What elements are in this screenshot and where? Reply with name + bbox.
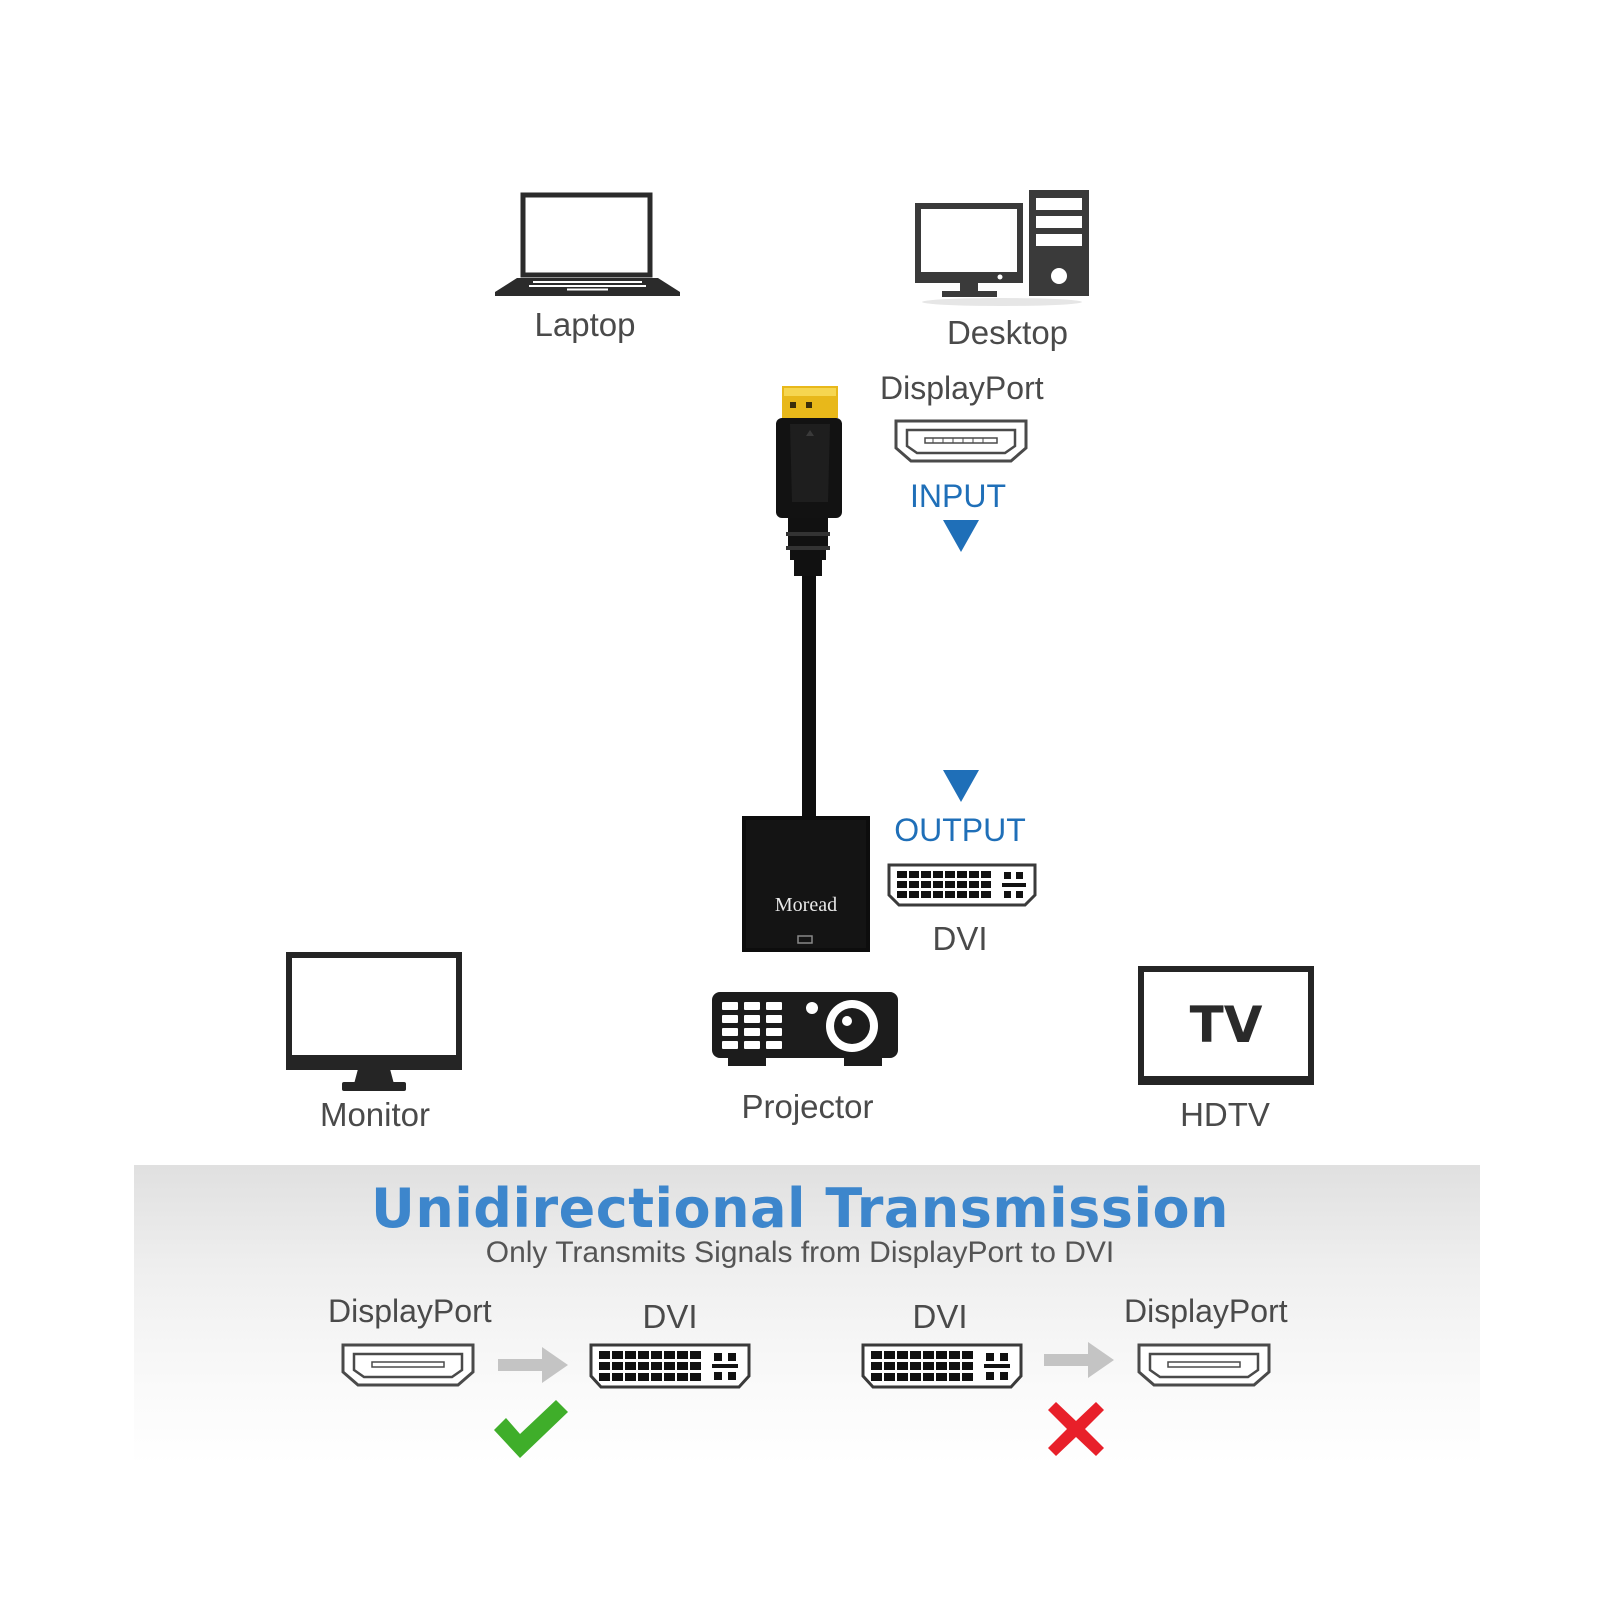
output-label: OUTPUT [894,812,1026,848]
desktop-label: Desktop [946,314,1069,351]
laptop-label: Laptop [534,306,636,343]
unsupported-dvi-icon [860,1342,1024,1390]
output-arrow-down-icon [943,770,979,802]
unsupported-arrow-right-icon [1044,1342,1114,1378]
displayport-socket-icon [893,418,1029,464]
adapter-brand: Moread [774,894,838,916]
hdtv-label: HDTV [1180,1096,1270,1133]
input-port-label: DisplayPort [880,370,1044,406]
supported-arrow-right-icon [498,1347,568,1383]
transmission-subtitle: Only Transmits Signals from DisplayPort … [485,1236,1115,1269]
dvi-socket-icon [886,862,1038,908]
supported-displayport-icon [340,1342,476,1388]
dvi-adapter-box [742,816,870,952]
laptop-icon [495,192,680,298]
unsupported-displayport-icon [1136,1342,1272,1388]
unsupported-to-label: DisplayPort [1124,1293,1288,1329]
projector-icon [708,988,904,1072]
displayport-plug [760,382,870,952]
monitor-label: Monitor [319,1096,431,1133]
supported-from-label: DisplayPort [328,1293,492,1329]
projector-label: Projector [741,1088,874,1125]
check-icon [492,1398,570,1460]
input-label: INPUT [910,478,1006,514]
cross-icon [1046,1400,1106,1458]
input-arrow-down-icon [943,520,979,552]
supported-to-label: DVI [642,1298,698,1335]
unsupported-from-label: DVI [912,1298,968,1335]
transmission-panel [134,1165,1480,1465]
transmission-title: Unidirectional Transmission [370,1177,1229,1240]
tv-screen-text: TV [1189,996,1263,1054]
monitor-icon [286,952,462,1094]
output-port-label: DVI [932,920,988,957]
desktop-icon [912,188,1092,308]
supported-dvi-icon [588,1342,752,1390]
tv-icon [1138,966,1314,1088]
